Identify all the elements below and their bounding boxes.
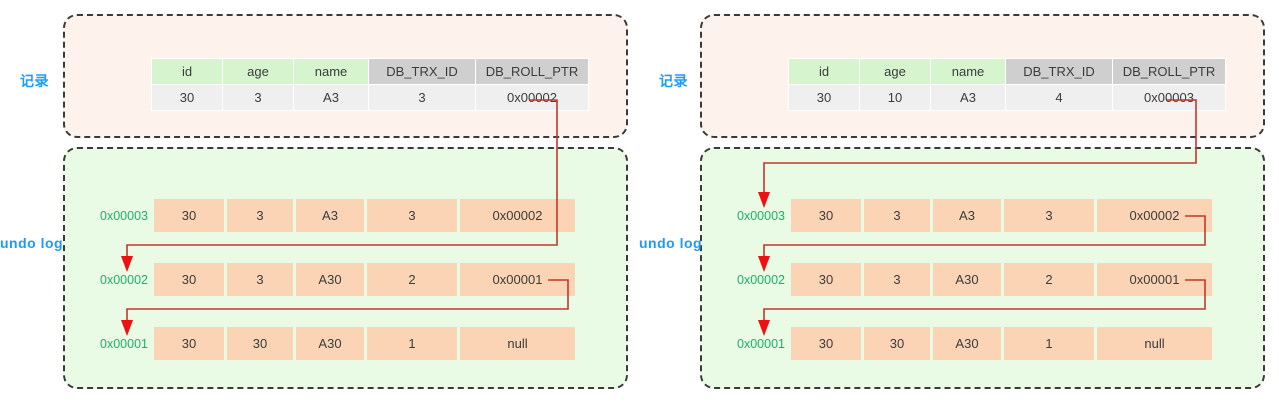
undo-log-label-right: undo log xyxy=(639,235,703,251)
cell-age: 3 xyxy=(222,84,294,111)
undo-log-entry-0x00002-left: 0x00002 30 3 A30 2 0x00001 xyxy=(90,263,575,296)
cell-db-roll-ptr: 0x00002 xyxy=(475,84,589,111)
undo-cell-age: 30 xyxy=(227,327,293,360)
cell-db-trx-id: 3 xyxy=(368,84,476,111)
undo-cell-id: 30 xyxy=(154,199,224,232)
header-id: id xyxy=(151,58,223,85)
cell-age: 10 xyxy=(859,84,931,111)
undo-cell-db-trx-id: 2 xyxy=(367,263,457,296)
undo-cell-db-roll-ptr: null xyxy=(460,327,575,360)
undo-log-label-left: undo log xyxy=(0,235,64,251)
header-id: id xyxy=(788,58,860,85)
undo-cell-id: 30 xyxy=(791,199,861,232)
cell-db-trx-id: 4 xyxy=(1005,84,1113,111)
header-db-trx-id: DB_TRX_ID xyxy=(368,58,476,85)
header-name: name xyxy=(930,58,1006,85)
undo-cell-db-trx-id: 2 xyxy=(1004,263,1094,296)
header-db-roll-ptr: DB_ROLL_PTR xyxy=(475,58,589,85)
undo-cell-db-trx-id: 3 xyxy=(1004,199,1094,232)
header-age: age xyxy=(859,58,931,85)
table-row: 30 3 A3 3 0x00002 xyxy=(151,84,589,111)
record-table-left: id age name DB_TRX_ID DB_ROLL_PTR 30 3 A… xyxy=(151,58,589,111)
undo-cell-id: 30 xyxy=(791,263,861,296)
header-age: age xyxy=(222,58,294,85)
undo-address: 0x00002 xyxy=(100,272,148,287)
undo-log-entry-0x00002-right: 0x00002 30 3 A30 2 0x00001 xyxy=(727,263,1212,296)
panel-right: 记录 undo log id age name DB_TRX_ID DB_ROL… xyxy=(637,0,1265,406)
undo-address: 0x00001 xyxy=(737,336,785,351)
cell-id: 30 xyxy=(151,84,223,111)
undo-cell-age: 3 xyxy=(864,263,930,296)
cell-name: A3 xyxy=(293,84,369,111)
undo-cell-name: A3 xyxy=(933,199,1001,232)
undo-address: 0x00003 xyxy=(737,208,785,223)
record-table-right: id age name DB_TRX_ID DB_ROLL_PTR 30 10 … xyxy=(788,58,1226,111)
panel-left: 记录 undo log id age name DB_TRX_ID DB_ROL… xyxy=(0,0,628,406)
undo-cell-db-roll-ptr: null xyxy=(1097,327,1212,360)
undo-cell-age: 3 xyxy=(864,199,930,232)
record-label-left: 记录 xyxy=(20,73,49,89)
header-db-roll-ptr: DB_ROLL_PTR xyxy=(1112,58,1226,85)
record-label-right: 记录 xyxy=(659,73,688,89)
header-name: name xyxy=(293,58,369,85)
undo-address: 0x00003 xyxy=(100,208,148,223)
undo-cell-name: A3 xyxy=(296,199,364,232)
undo-cell-db-trx-id: 1 xyxy=(367,327,457,360)
undo-cell-db-roll-ptr: 0x00002 xyxy=(460,199,575,232)
header-db-trx-id: DB_TRX_ID xyxy=(1005,58,1113,85)
undo-cell-age: 3 xyxy=(227,199,293,232)
cell-name: A3 xyxy=(930,84,1006,111)
undo-address: 0x00001 xyxy=(100,336,148,351)
undo-log-entry-0x00003-left: 0x00003 30 3 A3 3 0x00002 xyxy=(90,199,575,232)
undo-log-entry-0x00001-left: 0x00001 30 30 A30 1 null xyxy=(90,327,575,360)
undo-cell-db-roll-ptr: 0x00001 xyxy=(1097,263,1212,296)
cell-id: 30 xyxy=(788,84,860,111)
undo-cell-db-roll-ptr: 0x00002 xyxy=(1097,199,1212,232)
table-header-row: id age name DB_TRX_ID DB_ROLL_PTR xyxy=(151,58,589,85)
table-header-row: id age name DB_TRX_ID DB_ROLL_PTR xyxy=(788,58,1226,85)
undo-cell-id: 30 xyxy=(791,327,861,360)
undo-cell-db-trx-id: 3 xyxy=(367,199,457,232)
undo-cell-age: 30 xyxy=(864,327,930,360)
undo-log-entry-0x00003-right: 0x00003 30 3 A3 3 0x00002 xyxy=(727,199,1212,232)
table-row: 30 10 A3 4 0x00003 xyxy=(788,84,1226,111)
undo-cell-name: A30 xyxy=(296,263,364,296)
undo-cell-name: A30 xyxy=(933,327,1001,360)
cell-db-roll-ptr: 0x00003 xyxy=(1112,84,1226,111)
undo-log-entry-0x00001-right: 0x00001 30 30 A30 1 null xyxy=(727,327,1212,360)
undo-cell-age: 3 xyxy=(227,263,293,296)
undo-cell-id: 30 xyxy=(154,327,224,360)
undo-cell-id: 30 xyxy=(154,263,224,296)
undo-cell-db-roll-ptr: 0x00001 xyxy=(460,263,575,296)
undo-cell-name: A30 xyxy=(933,263,1001,296)
undo-cell-db-trx-id: 1 xyxy=(1004,327,1094,360)
undo-address: 0x00002 xyxy=(737,272,785,287)
undo-cell-name: A30 xyxy=(296,327,364,360)
